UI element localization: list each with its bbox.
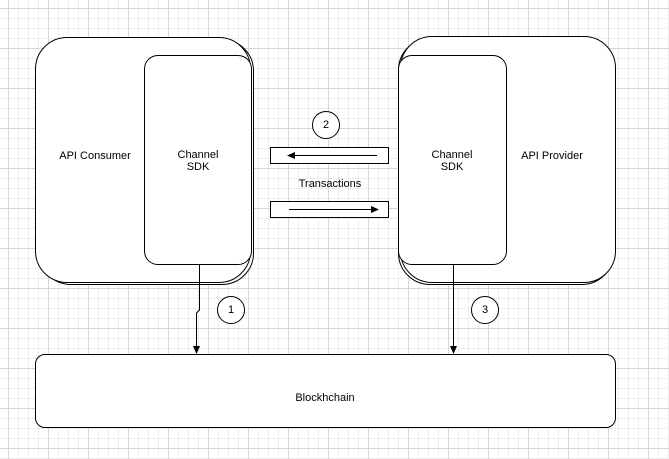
transaction-left-arrowhead <box>287 152 295 159</box>
provider-to-blockchain-arrowhead <box>450 346 457 354</box>
provider-channel-sdk-box <box>398 55 507 265</box>
transaction-right-arrowhead <box>371 206 379 213</box>
consumer-channel-sdk-box <box>144 55 252 265</box>
consumer-to-blockchain-arrowhead <box>193 346 200 354</box>
blockchain-box <box>35 354 616 428</box>
blockchain-label: Blockhchain <box>295 392 355 404</box>
consumer-sdk-label-line1: Channel <box>177 149 219 161</box>
api-consumer-label: API Consumer <box>59 150 131 162</box>
consumer-sdk-label-line2: SDK <box>186 161 210 173</box>
provider-sdk-label-line2: SDK <box>440 161 464 173</box>
step-1-circle: 1 <box>217 296 245 324</box>
step-3-circle: 3 <box>471 296 499 324</box>
transactions-label: Transactions <box>298 178 362 190</box>
step-2-circle: 2 <box>312 111 340 139</box>
api-provider-label: API Provider <box>521 150 583 162</box>
provider-sdk-label-line1: Channel <box>431 149 473 161</box>
consumer-to-blockchain-line <box>196 265 200 347</box>
